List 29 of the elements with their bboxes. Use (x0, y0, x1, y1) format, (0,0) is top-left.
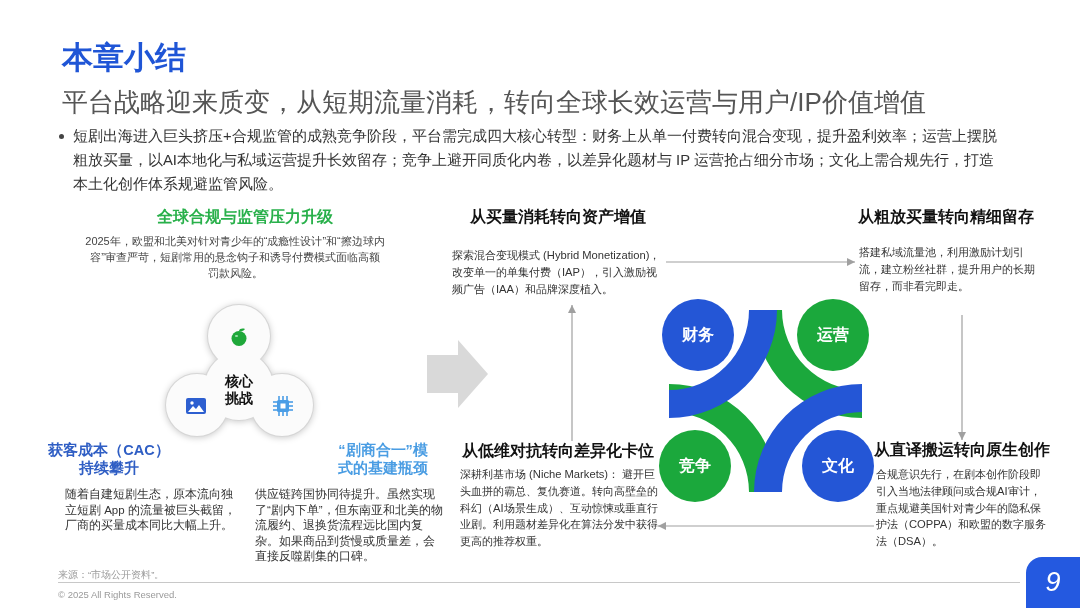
source-note: 来源：“市场公开资料”。 (58, 569, 165, 581)
topic-circle: 文化 (802, 430, 874, 502)
copyright-note: © 2025 All Rights Reserved. (58, 589, 177, 601)
section-heading: 从低维对抗转向差异化卡位 (461, 441, 655, 461)
bubble-heading: 获客成本（CAC）持续攀升 (47, 441, 171, 477)
bubble-text: 供应链跨国协同待提升。虽然实现了“剧内下单”，但东南亚和北美的物流履约、退换货流程远比国内复杂。如果商品到货慢或质量差，会直接反噬剧集的口碑。 (255, 487, 443, 564)
topic-circle: 竞争 (659, 430, 731, 502)
arrow (657, 522, 875, 530)
page-title: 本章小结 (62, 39, 186, 77)
bubble-heading: 全球合规与监管压力升级 (156, 207, 334, 227)
page-number: 9 (1026, 557, 1080, 608)
topic-circle: 财务 (662, 299, 734, 371)
bullet-text: 短剧出海进入巨头挤压+合规监管的成熟竞争阶段，平台需完成四大核心转型：财务上从单一付费转向混合变现，提升盈利效率；运营上摆脱粗放买量，以AI本地化与私域运营提升长效留存；竞争上避开同质化内卷，以差异化题材与 IP 运营抢占细分市场；文化上需合规先行，打造本土化创作体系规避监管风险。 (73, 127, 998, 194)
arrow (958, 314, 966, 441)
arrow (665, 258, 856, 266)
hub-label: 核心挑战 (224, 373, 254, 407)
section-text: 深耕利基市场 (Niche Markets)： 避开巨头血拼的霸总、复仇赛道。转向高壁垒的科幻（AI场景生成）、互动惊悚或垂直行业剧。利用题材差异化在算法分发中获得更高的推荐权重。 (460, 467, 658, 550)
section-text: 探索混合变现模式 (Hybrid Monetization)，改变单一的单集付费（IAP），引入激励视频广告（IAA）和品牌深度植入。 (452, 248, 662, 297)
section-heading: 从买量消耗转向资产增值 (469, 207, 647, 227)
section-text: 合规意识先行，在剧本创作阶段即引入当地法律顾问或合规AI审计，重点规避美国针对青少年的隐私保护法（COPPA）和欧盟的数字服务法（DSA）。 (876, 467, 1048, 550)
section-heading: 从粗放买量转向精细留存 (857, 207, 1035, 227)
subtitle: 平台战略迎来质变，从短期流量消耗，转向全球长效运营与用户/IP价值增值 (62, 86, 926, 119)
section-heading: 从直译搬运转向原生创作 (874, 440, 1050, 460)
section-text: 搭建私域流量池，利用激励计划引流，建立粉丝社群，提升用户的长期留存，而非看完即走。 (859, 245, 1036, 294)
bubble-heading: “剧商合一”模式的基建瓶颈 (337, 441, 429, 477)
bubble-text: 随着自建短剧生态，原本流向独立短剧 App 的流量被巨头截留，厂商的买量成本同比大幅上升。 (65, 487, 237, 533)
topic-circle: 运营 (797, 299, 869, 371)
bubble-text: 2025年，欧盟和北美对针对青少年的“成瘾性设计”和“擦边球内容”审查严苛，短剧常用的悬念钩子和诱导付费模式面临高额罚款风险。 (85, 234, 385, 281)
arrow (568, 304, 576, 442)
